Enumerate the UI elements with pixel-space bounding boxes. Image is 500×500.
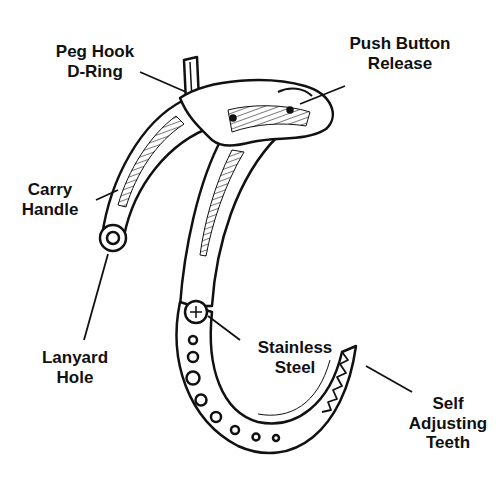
spine-grip <box>200 150 244 256</box>
handle-grip <box>118 116 184 207</box>
part-label: Self Adjusting Teeth <box>405 394 491 453</box>
head-grip <box>228 106 310 132</box>
part-label: Stainless Steel <box>249 338 341 377</box>
lanyard-hole <box>107 232 119 244</box>
lower-jaw <box>177 302 356 453</box>
part-label: Lanyard Hole <box>35 348 115 387</box>
lanyard-ring <box>100 225 126 251</box>
part-label: Push Button Release <box>345 34 455 73</box>
spine <box>180 136 278 306</box>
pivot-rivet <box>185 301 207 323</box>
leader-lines <box>84 72 412 392</box>
clamp-head <box>180 80 333 145</box>
part-label: Peg Hook D-Ring <box>53 42 137 81</box>
teeth <box>322 352 348 412</box>
push-button <box>278 89 312 96</box>
part-label: Carry Handle <box>14 180 86 219</box>
